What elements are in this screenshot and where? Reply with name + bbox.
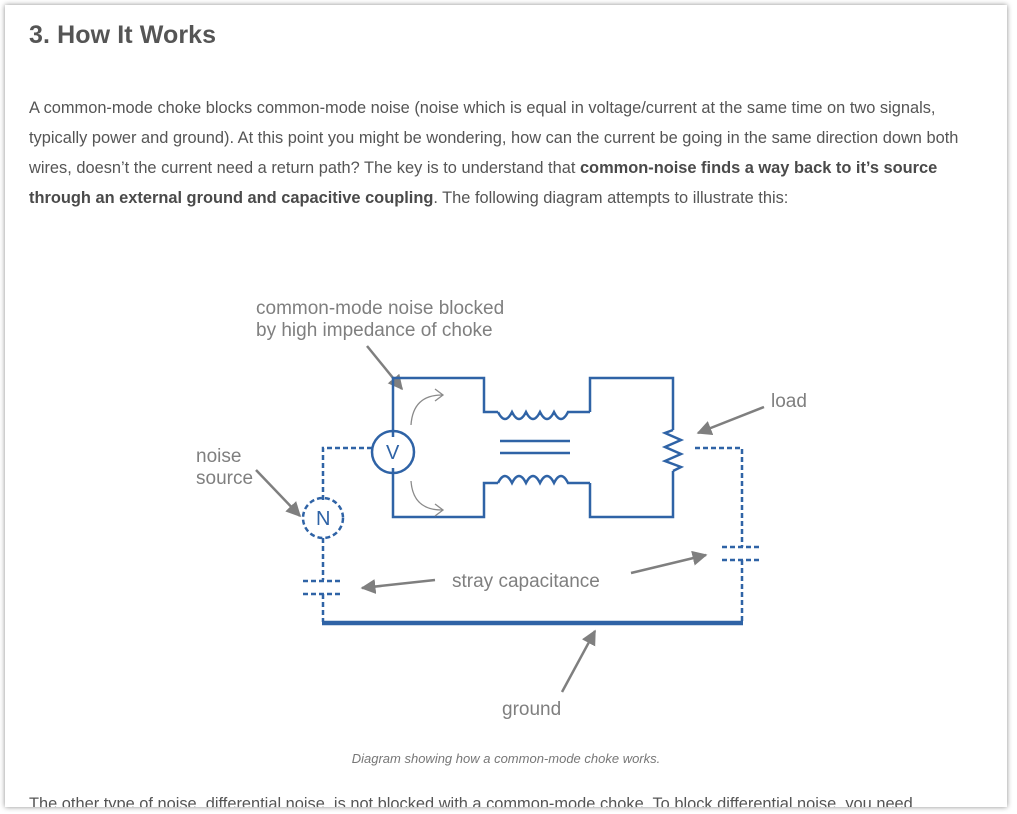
- load-arrow: [696, 405, 765, 436]
- diagram-caption: Diagram showing how a common-mode choke …: [351, 751, 661, 766]
- load-resistor: [661, 428, 685, 473]
- section-heading: 3. How It Works: [29, 21, 217, 49]
- choke-note-line2: by high impedance of choke: [256, 320, 493, 341]
- article-card: 3. How It Works A common-mode choke bloc…: [5, 5, 1007, 807]
- ground-label: ground: [502, 699, 561, 720]
- current-flow-arrows: [410, 388, 445, 517]
- ground-arrow: [560, 629, 597, 693]
- load-return-wire: [695, 446, 744, 547]
- noise-source-label-line2: source: [196, 468, 253, 489]
- choke-note-line1: common-mode noise blocked: [256, 298, 504, 319]
- stray-capacitance-label: stray capacitance: [452, 571, 600, 592]
- intro-bold-text: common-noise finds a way back to it’s so…: [29, 159, 938, 207]
- current-arrow-bottom-head: [434, 503, 445, 517]
- wire-bottom-left: [391, 468, 498, 519]
- noise-source-arrow: [255, 469, 302, 518]
- choke-coil-bottom: [496, 474, 590, 486]
- annotation-arrows: [255, 345, 765, 693]
- intro-text-before: A common-mode choke blocks common-mode n…: [29, 99, 959, 177]
- choke-note-arrow: [366, 345, 403, 391]
- stray-cap-left-arrow: [360, 578, 436, 594]
- noise-source-symbol: N: [316, 508, 330, 530]
- circuit-dashed: [301, 446, 762, 622]
- stray-cap-right-arrow: [630, 550, 708, 575]
- wire-top-right: [588, 376, 675, 430]
- voltage-source-circle: [370, 429, 416, 475]
- common-mode-choke-diagram: common-mode noise blocked by high impeda…: [196, 298, 807, 720]
- intro-paragraph: A common-mode choke blocks common-mode n…: [29, 93, 979, 213]
- noise-wire-top: [321, 446, 372, 500]
- next-paragraph: The other type of noise, differential no…: [29, 795, 913, 807]
- current-arrow-top-head: [434, 388, 445, 402]
- current-arrow-bottom: [410, 480, 443, 511]
- voltage-source-symbol: V: [386, 442, 400, 464]
- current-arrow-top: [410, 394, 443, 426]
- wire-top-left: [391, 376, 498, 437]
- load-label: load: [771, 391, 807, 412]
- circuit-solid: [370, 376, 685, 519]
- choke-coil-top: [496, 409, 590, 421]
- intro-text-after: . The following diagram attempts to illu…: [433, 189, 789, 207]
- noise-source-circle: [301, 496, 345, 540]
- wire-bottom-right: [588, 471, 675, 519]
- noise-source-label-line1: noise: [196, 446, 241, 467]
